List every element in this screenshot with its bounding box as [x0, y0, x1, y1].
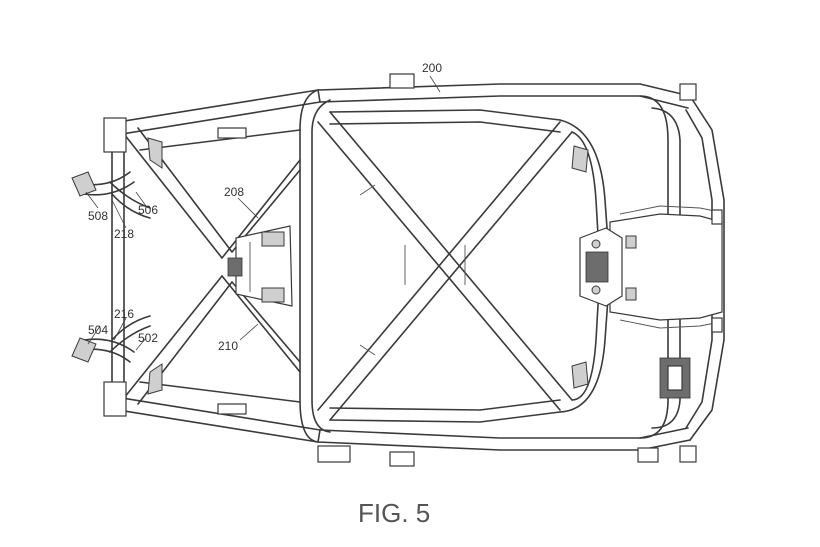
label-216: 216: [114, 307, 134, 321]
roll-hoop: [299, 89, 561, 443]
label-504: 504: [88, 323, 108, 337]
figure-caption: FIG. 5: [358, 498, 430, 528]
rear-mount: [571, 145, 723, 399]
front-braces: [123, 127, 301, 405]
label-208: 208: [224, 185, 244, 199]
leader-lines: [85, 75, 441, 351]
mount-plates: [103, 73, 723, 467]
label-210: 210: [218, 339, 238, 353]
label-508: 508: [88, 209, 108, 223]
label-200: 200: [422, 61, 442, 75]
x-brace: [317, 111, 573, 421]
label-506: 506: [138, 203, 158, 217]
front-diff-mount: [227, 225, 293, 307]
label-502: 502: [138, 331, 158, 345]
front-arms: [71, 171, 151, 363]
label-218: 218: [114, 227, 134, 241]
reference-labels: 200 208 210 508 218 506 216 504 502: [88, 61, 442, 353]
